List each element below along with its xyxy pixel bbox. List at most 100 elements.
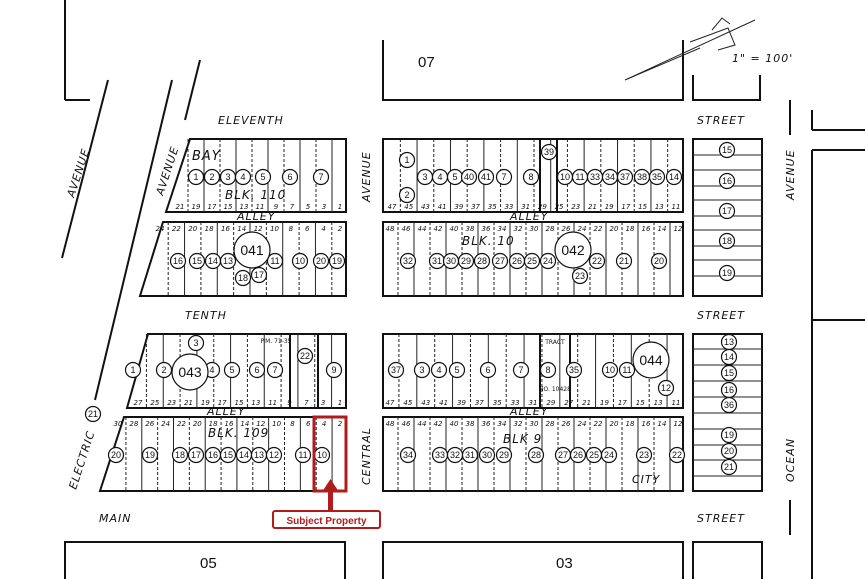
parcel-blk9-lower: 25	[585, 446, 603, 464]
lot-number: 12	[674, 420, 683, 428]
street-outlines	[61, 0, 865, 579]
lot-number: 41	[438, 203, 447, 211]
parcel-blk10-upper: 4	[431, 168, 449, 186]
block-110-upper	[164, 138, 347, 213]
parcel-blk10-lower: 25	[523, 252, 541, 270]
parcel-blk110-lower: 18	[234, 269, 252, 287]
lot-number: 20	[610, 225, 619, 233]
parcel-blk10-upper: 14	[665, 168, 683, 186]
parcel-number: 7	[318, 172, 323, 182]
lot-number: 19	[605, 203, 614, 211]
lot-number: 45	[403, 399, 412, 407]
parcel-east-lower: 20	[720, 442, 738, 460]
parcel-circle	[281, 168, 299, 186]
parcel-number: 26	[573, 450, 583, 460]
street-label-avenue: AVENUE	[153, 145, 181, 198]
parcel-number: 38	[637, 172, 647, 182]
lot-number: 33	[511, 399, 520, 407]
lot-number: 14	[240, 420, 249, 428]
lot-number: 28	[546, 225, 555, 233]
parcel-number: 2	[161, 365, 166, 375]
parcel-blk10-upper: 8	[522, 168, 540, 186]
parcel-blk10-upper: 37	[616, 168, 634, 186]
parcel-number: 19	[145, 450, 155, 460]
parcel-circle	[522, 168, 540, 186]
book-page-042: 042	[554, 231, 592, 269]
parcel-circle	[635, 446, 653, 464]
parcel-map-label: P.M. 71-35	[260, 338, 291, 345]
parcel-blk10-lower: 21	[615, 252, 633, 270]
parcel-blk9-lower: 26	[569, 446, 587, 464]
lot-number: 48	[386, 225, 395, 233]
parcel-circle	[720, 396, 738, 414]
parcel-number: 6	[287, 172, 292, 182]
lot-number: 39	[457, 399, 466, 407]
parcel-blk109-lower: 18	[171, 446, 189, 464]
lot-number: 17	[621, 203, 630, 211]
parcel-circle	[169, 252, 187, 270]
lot-number: 11	[268, 399, 277, 407]
parcel-number: 34	[403, 450, 413, 460]
lot-number: 17	[618, 399, 627, 407]
parcel-blk10-upper: 35	[648, 168, 666, 186]
parcel-blk110-upper: 6	[281, 168, 299, 186]
page-number-07: 07	[418, 54, 435, 71]
parcel-blk110-upper: 2	[203, 168, 221, 186]
parcel-circle	[477, 168, 495, 186]
parcel-blk109-upper: 7	[266, 361, 284, 379]
parcel-number: 33	[590, 172, 600, 182]
parcel-number: 15	[724, 368, 734, 378]
parcel-circle	[527, 446, 545, 464]
parcel-number: 18	[722, 236, 732, 246]
book-page-circle	[554, 231, 592, 269]
parcel-circle	[296, 347, 314, 365]
lot-number: 11	[256, 203, 265, 211]
parcel-number: 32	[450, 450, 460, 460]
parcel-blk109-lower: 11	[294, 446, 312, 464]
pm-parcel-22	[289, 333, 319, 409]
street-label-street: STREET	[697, 114, 745, 127]
parcel-number: 20	[654, 256, 664, 266]
parcel-blk110-lower: 17	[250, 266, 268, 284]
parcel-circle	[720, 442, 738, 460]
lot-number: 11	[672, 399, 681, 407]
parcel-east-lower: 15	[720, 364, 738, 382]
lot-number: 13	[655, 203, 664, 211]
parcel-number: 12	[661, 383, 671, 393]
lot-number: 14	[237, 225, 246, 233]
lot-number: 30	[530, 420, 539, 428]
parcel-number: 20	[111, 450, 121, 460]
parcel-circle	[657, 379, 675, 397]
parcel-blk9-lower: 28	[527, 446, 545, 464]
parcel-circle	[328, 252, 346, 270]
lot-number: 21	[184, 399, 193, 407]
arrow-shaft	[328, 490, 333, 510]
parcel-east-upper: 16	[718, 172, 736, 190]
parcel-number: 22	[300, 351, 310, 361]
lot-number: 22	[177, 420, 186, 428]
lot-number: 44	[418, 225, 427, 233]
lot-number: 32	[514, 420, 523, 428]
parcel-number: 37	[391, 365, 401, 375]
lot-number: 28	[546, 420, 555, 428]
lot-number: 20	[193, 420, 202, 428]
parcel-circle	[569, 446, 587, 464]
parcel-blk109-lower: 10	[313, 446, 331, 464]
parcel-number: 18	[238, 273, 248, 283]
lot-number: 2	[338, 420, 343, 428]
parcel-blk9-upper: 12	[657, 379, 675, 397]
parcel-number: 1	[404, 155, 409, 165]
parcel-blk109-lower: 16	[204, 446, 222, 464]
lot-number: 12	[254, 225, 263, 233]
parcel-circle	[234, 168, 252, 186]
parcel-number: 18	[175, 450, 185, 460]
block-label-110: BLK. 110	[225, 188, 286, 202]
tract-label: TRACT	[544, 339, 565, 346]
parcel-blk110-lower: 16	[169, 252, 187, 270]
lot-number: 47	[388, 203, 397, 211]
parcel-blk110-upper: 4	[234, 168, 252, 186]
book-page-circle	[632, 341, 670, 379]
parcel-blk9-lower: 30	[478, 446, 496, 464]
parcel-circle	[565, 361, 583, 379]
parcel-number: 15	[192, 256, 202, 266]
